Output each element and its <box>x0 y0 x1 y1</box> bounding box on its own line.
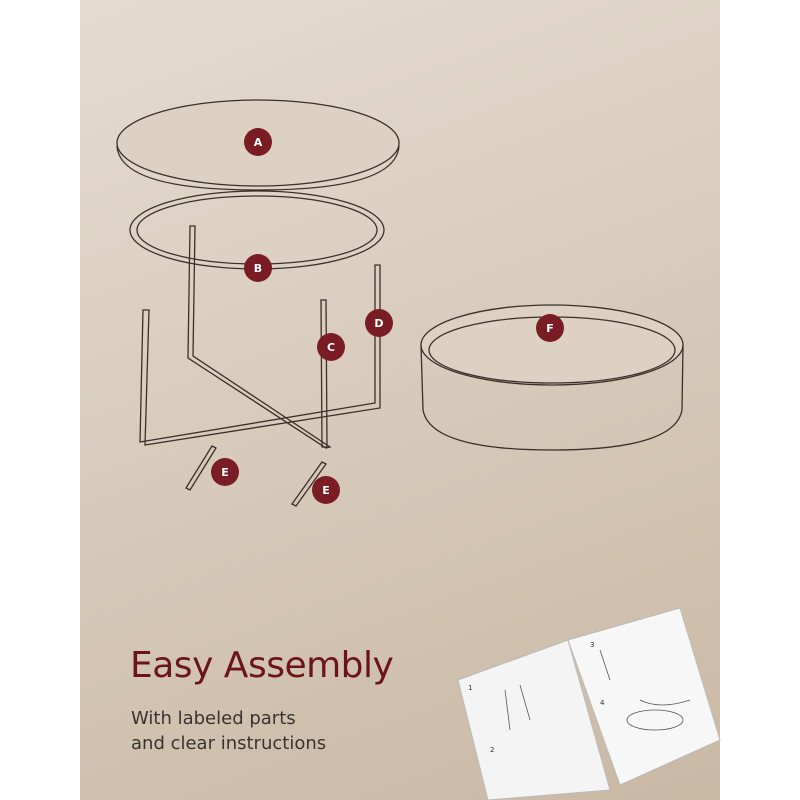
svg-text:A: A <box>254 136 263 149</box>
badge-c: C <box>317 333 345 361</box>
headline: Easy Assembly <box>130 645 394 686</box>
svg-text:E: E <box>221 466 229 479</box>
instruction-manual: 1 2 3 4 <box>457 607 721 800</box>
subtitle-line-1: With labeled parts <box>131 708 296 729</box>
manual-step-3: 3 <box>590 641 594 649</box>
leg-left <box>139 264 381 446</box>
leg-c <box>320 299 328 448</box>
subtitle: With labeled parts and clear instruction… <box>131 706 326 756</box>
svg-text:D: D <box>374 317 383 330</box>
svg-text:E: E <box>322 484 330 497</box>
manual-step-1: 1 <box>468 684 472 692</box>
bracket-e1 <box>185 445 217 491</box>
leg-middle <box>187 225 332 449</box>
svg-text:B: B <box>254 262 262 275</box>
svg-text:C: C <box>327 341 335 354</box>
badge-a: A <box>244 128 272 156</box>
badge-e2: E <box>312 476 340 504</box>
subtitle-line-2: and clear instructions <box>131 733 327 754</box>
badge-e1: E <box>211 458 239 486</box>
badge-b: B <box>244 254 272 282</box>
badge-f: F <box>536 314 564 342</box>
manual-step-2: 2 <box>490 746 494 754</box>
svg-text:F: F <box>546 322 554 335</box>
bracket-e2 <box>291 461 327 507</box>
manual-step-4: 4 <box>600 699 605 707</box>
badge-d: D <box>365 309 393 337</box>
tray-part <box>420 304 684 451</box>
